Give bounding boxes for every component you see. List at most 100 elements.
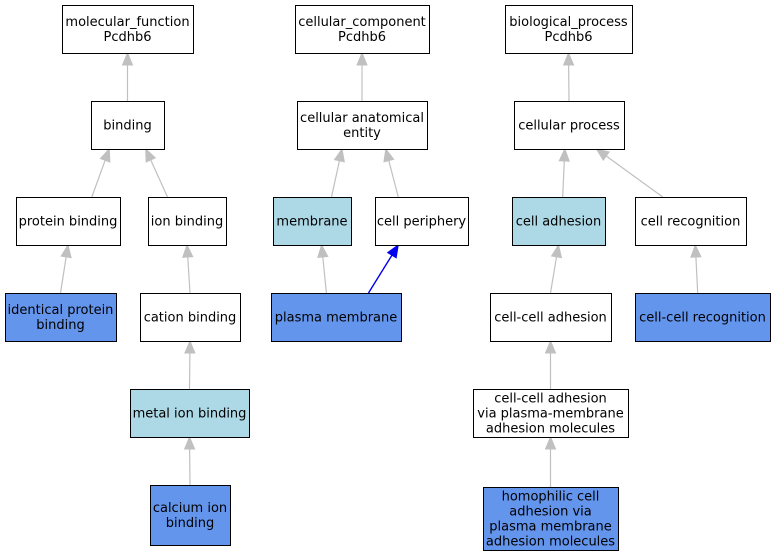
node-label-line: adhesion via: [509, 505, 591, 520]
node-binding[interactable]: binding: [91, 101, 165, 150]
node-ion-binding[interactable]: ion binding: [148, 197, 227, 246]
node-box: [505, 5, 633, 54]
edge-line: [59, 256, 67, 294]
node-label-line: Pcdhb6: [103, 30, 151, 45]
edge-identical-protein-binding-to-protein-binding: [59, 243, 72, 294]
node-box: [490, 293, 612, 342]
node-box: [635, 293, 771, 342]
edge-line: [91, 160, 106, 198]
node-box: [140, 293, 241, 342]
node-cell-adhesion[interactable]: cell adhesion: [512, 197, 606, 246]
node-label-line: cation binding: [144, 311, 237, 326]
node-label-line: binding: [36, 318, 84, 333]
node-label-line: via plasma-membrane: [477, 407, 623, 422]
edge-cation-binding-to-ion-binding: [182, 243, 194, 294]
edge-line: [330, 160, 341, 198]
edge-cell-cell-adhesion-pm-to-cell-cell-adhesion: [544, 339, 557, 389]
node-box: [295, 5, 430, 54]
node-cell-recognition[interactable]: cell recognition: [635, 197, 747, 246]
edge-arrowhead: [595, 148, 610, 161]
node-label-line: biological_process: [509, 15, 628, 30]
node-metal-ion-binding[interactable]: metal ion binding: [130, 389, 250, 438]
node-label-line: cell-cell adhesion: [494, 311, 607, 326]
edge-arrowhead: [183, 435, 196, 450]
edge-plasma-membrane-to-membrane: [317, 243, 329, 294]
edge-line: [695, 256, 699, 294]
node-box: [271, 293, 402, 342]
node-box: [273, 197, 352, 246]
edge-arrowhead: [383, 147, 395, 163]
edge-cell-periphery-to-cellular-anatomical-entity: [383, 147, 399, 198]
node-box: [91, 101, 165, 150]
node-label-line: metal ion binding: [133, 407, 247, 422]
edge-arrowhead: [550, 243, 563, 259]
node-membrane[interactable]: membrane: [273, 197, 352, 246]
node-box: [473, 389, 629, 438]
edge-arrowhead: [60, 243, 72, 259]
node-label-line: adhesion molecules: [486, 422, 615, 437]
node-label-line: cellular process: [518, 119, 620, 134]
node-label-line: entity: [343, 126, 381, 141]
edge-line: [388, 160, 399, 198]
node-cell-cell-adhesion[interactable]: cell-cell adhesion: [490, 293, 612, 342]
node-label-line: Pcdhb6: [544, 30, 592, 45]
edge-arrowhead: [356, 51, 368, 66]
node-label-line: cell-cell recognition: [639, 311, 766, 326]
node-protein-binding[interactable]: protein binding: [16, 197, 121, 246]
node-label-line: protein binding: [19, 215, 118, 230]
edge-cell-adhesion-to-cellular-process: [558, 147, 570, 198]
edge-cellular-process-to-bp: [562, 51, 575, 102]
node-label-line: identical protein: [8, 303, 114, 318]
edge-cellular-anatomical-entity-to-cc: [356, 51, 368, 101]
edge-calcium-ion-binding-to-metal-ion-binding: [183, 435, 196, 486]
edge-arrowhead: [562, 51, 575, 66]
edge-arrowhead: [558, 147, 570, 162]
edge-arrowhead: [544, 339, 557, 354]
node-cell-cell-recognition[interactable]: cell-cell recognition: [635, 293, 771, 342]
node-plasma-membrane[interactable]: plasma membrane: [271, 293, 402, 342]
node-label-line: calcium ion: [153, 501, 227, 516]
edge-ion-binding-to-binding: [145, 147, 169, 198]
node-label-line: molecular_function: [65, 15, 189, 30]
edge-arrowhead: [121, 51, 134, 66]
edges-layer: [59, 51, 702, 487]
node-cell-periphery[interactable]: cell periphery: [375, 197, 469, 246]
node-label-line: adhesion molecules: [486, 535, 615, 550]
edge-homophilic-to-cell-cell-adhesion-pm: [544, 435, 557, 487]
node-cation-binding[interactable]: cation binding: [140, 293, 241, 342]
node-label-line: cellular_component: [298, 15, 426, 30]
edge-cell-cell-recognition-to-cell-recognition: [690, 243, 702, 294]
edge-arrowhead: [317, 243, 329, 259]
edge-arrowhead: [690, 243, 702, 258]
node-label-line: Pcdhb6: [338, 30, 386, 45]
node-label-line: cell recognition: [641, 215, 741, 230]
edge-cell-recognition-to-cellular-process: [595, 148, 664, 198]
edge-line: [605, 155, 664, 198]
node-label-line: cell adhesion: [516, 215, 602, 230]
node-box: [297, 101, 428, 150]
node-label-line: membrane: [276, 215, 347, 230]
node-box: [16, 197, 121, 246]
edge-arrowhead: [182, 243, 194, 258]
edge-arrowhead: [145, 147, 157, 163]
edge-arrowhead: [386, 243, 399, 259]
edge-line: [562, 160, 565, 198]
edge-cell-cell-adhesion-to-cell-adhesion: [549, 243, 563, 294]
edge-binding-to-mf: [121, 51, 134, 101]
edge-line: [187, 256, 191, 294]
edge-arrowhead: [99, 147, 111, 163]
node-cellular-process[interactable]: cellular process: [514, 101, 625, 150]
edge-arrowhead: [544, 435, 557, 450]
node-box: [514, 101, 625, 150]
node-box: [130, 389, 250, 438]
node-label-line: binding: [166, 516, 214, 531]
